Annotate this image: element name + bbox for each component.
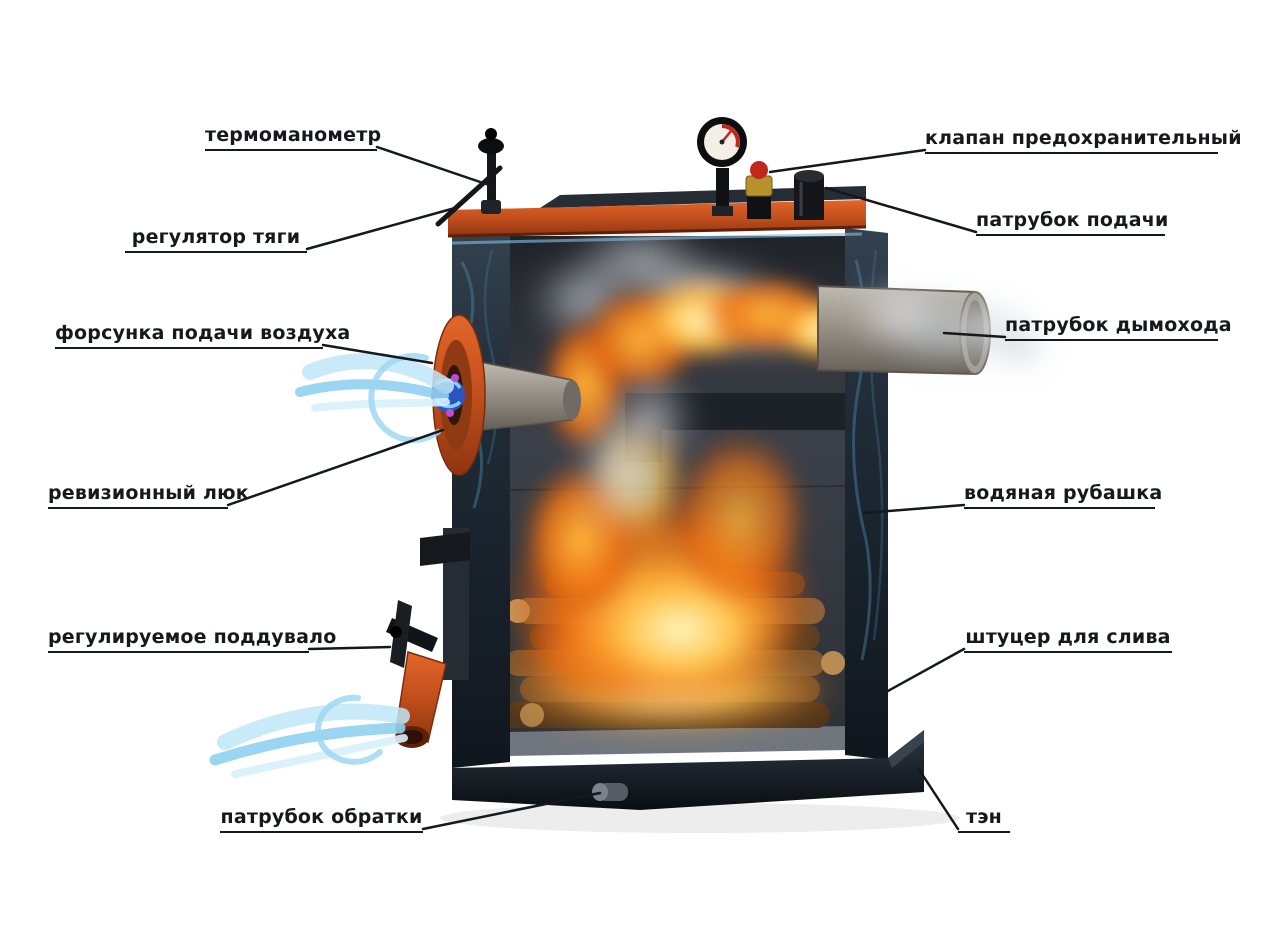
leader-chimney-pipe [942,331,1007,339]
leader-inspection-hatch [226,428,445,507]
ground-shadow [440,803,960,833]
leader-air-nozzle [321,343,434,365]
label-safety-valve: клапан предохранительный [925,127,1242,154]
safety-valve [745,161,773,219]
leader-drain-fitting [875,647,966,699]
supply-pipe-stub [794,170,824,220]
leader-safety-valve [768,148,927,174]
damper-handle-icon [386,600,438,668]
leader-thermomanometer [375,145,494,188]
label-draft-regulator: регулятор тяги [125,226,307,253]
label-water-jacket: водяная рубашка [964,482,1162,509]
draft-regulator [435,128,504,227]
label-supply-pipe: патрубок подачи [976,209,1168,236]
label-air-supply-nozzle: форсунка подачи воздуха [55,322,350,349]
ash-damper [386,528,470,748]
label-adjustable-ash-damper: регулируемое поддувало [48,626,336,653]
water-jacket-left-wall [452,228,510,768]
label-thermomanometer: термоманометр [205,124,381,151]
label-chimney-pipe: патрубок дымохода [1005,314,1232,341]
thermomanometer-gauge [697,117,747,216]
label-drain-fitting: штуцер для слива [964,626,1172,653]
leader-heating-element [916,766,960,831]
label-inspection-hatch: ревизионный люк [48,482,249,509]
leader-return-pipe [421,791,602,831]
leader-water-jacket [862,503,966,515]
air-flow-upper [295,353,454,444]
leader-lines [226,145,1007,831]
label-return-pipe: патрубок обратки [220,806,423,833]
smoke-firebox [575,365,695,540]
air-flow-lower [209,694,410,778]
smoke-chimney-exit [850,282,1048,368]
leader-supply-pipe [824,186,978,234]
label-heating-element: тэн [958,806,1010,833]
leader-ash-damper [307,645,392,651]
air-nozzle [431,314,581,476]
leader-draft-regulator [305,206,457,251]
